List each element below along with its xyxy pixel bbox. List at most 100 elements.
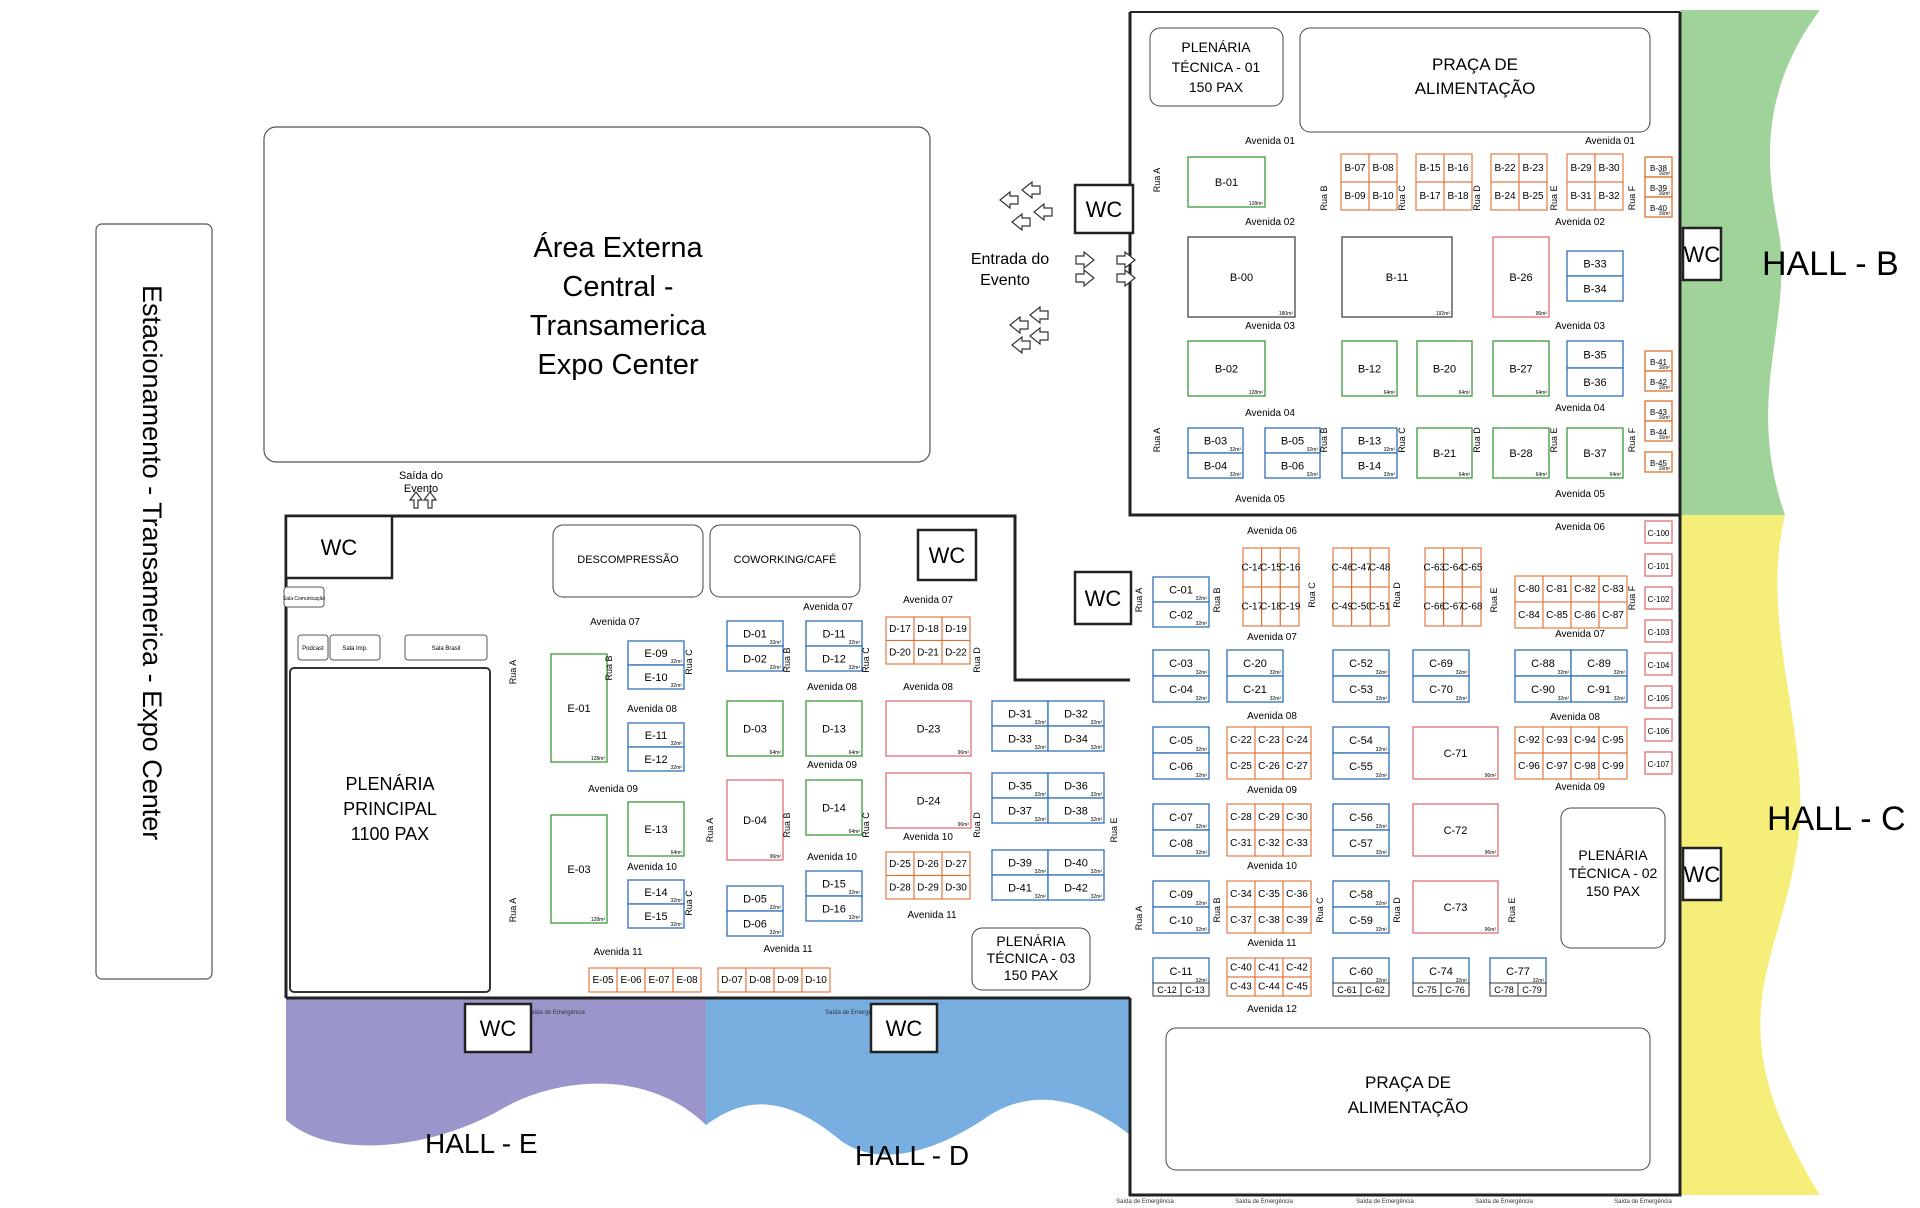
booth-d-09[interactable]: D-09 [773,967,803,993]
booth-c-104[interactable]: C-104 [1644,652,1673,676]
booth-c-79[interactable]: C-79 [1517,982,1547,997]
booth-c-38[interactable]: C-38 [1254,906,1284,934]
booth-b-23[interactable]: B-23 [1518,153,1548,183]
plenaria-principal-box[interactable] [289,667,491,993]
booth-c-48[interactable]: C-48 [1369,547,1391,588]
booth-b-31[interactable]: B-31 [1566,181,1596,211]
sala-comunicacao-box[interactable] [283,586,325,608]
booth-c-31[interactable]: C-31 [1226,829,1256,857]
booth-c-13[interactable]: C-13 [1180,982,1210,997]
sala-brasil-box[interactable] [404,634,488,661]
booth-c-86[interactable]: C-86 [1570,601,1600,629]
booth-c-17[interactable]: C-17 [1241,586,1264,627]
booth-c-107[interactable]: C-107 [1644,751,1673,775]
booth-c-92[interactable]: C-92 [1514,726,1544,754]
booth-b-33[interactable]: B-33 [1566,250,1624,277]
booth-d-20[interactable]: D-20 [885,639,915,665]
booth-c-34[interactable]: C-34 [1226,880,1256,908]
booth-b-10[interactable]: B-10 [1368,181,1398,211]
booth-c-76[interactable]: C-76 [1440,982,1470,997]
booth-c-42[interactable]: C-42 [1282,957,1312,978]
descompressao-box[interactable] [552,524,704,598]
booth-c-32[interactable]: C-32 [1254,829,1284,857]
booth-c-62[interactable]: C-62 [1360,982,1390,997]
booth-d-21[interactable]: D-21 [913,639,943,665]
wc-room[interactable]: WC [284,514,394,580]
booth-c-43[interactable]: C-43 [1226,976,1256,997]
booth-d-22[interactable]: D-22 [941,639,971,665]
booth-c-35[interactable]: C-35 [1254,880,1284,908]
booth-b-25[interactable]: B-25 [1518,181,1548,211]
booth-c-51[interactable]: C-51 [1369,586,1391,627]
booth-c-84[interactable]: C-84 [1514,601,1544,629]
booth-d-10[interactable]: D-10 [801,967,831,993]
plenaria-tecnica-01-box[interactable] [1149,27,1284,107]
praca-bottom-box[interactable] [1165,1027,1651,1171]
booth-c-94[interactable]: C-94 [1570,726,1600,754]
booth-d-17[interactable]: D-17 [885,616,915,642]
booth-c-98[interactable]: C-98 [1570,752,1600,780]
booth-c-78[interactable]: C-78 [1489,982,1519,997]
booth-c-25[interactable]: C-25 [1226,752,1256,780]
booth-c-103[interactable]: C-103 [1644,619,1673,643]
booth-b-16[interactable]: B-16 [1443,153,1473,183]
booth-c-68[interactable]: C-68 [1461,586,1483,627]
booth-c-82[interactable]: C-82 [1570,575,1600,603]
sala-imp-box[interactable] [329,634,381,661]
booth-d-18[interactable]: D-18 [913,616,943,642]
booth-b-34[interactable]: B-34 [1566,275,1624,302]
booth-b-15[interactable]: B-15 [1415,153,1445,183]
booth-c-93[interactable]: C-93 [1542,726,1572,754]
booth-e-05[interactable]: E-05 [588,967,618,993]
podcast-box[interactable] [297,634,329,661]
booth-b-32[interactable]: B-32 [1594,181,1624,211]
booth-c-45[interactable]: C-45 [1282,976,1312,997]
parking-box[interactable] [95,223,213,980]
booth-e-08[interactable]: E-08 [672,967,702,993]
booth-c-19[interactable]: C-19 [1279,586,1301,627]
booth-e-06[interactable]: E-06 [616,967,646,993]
